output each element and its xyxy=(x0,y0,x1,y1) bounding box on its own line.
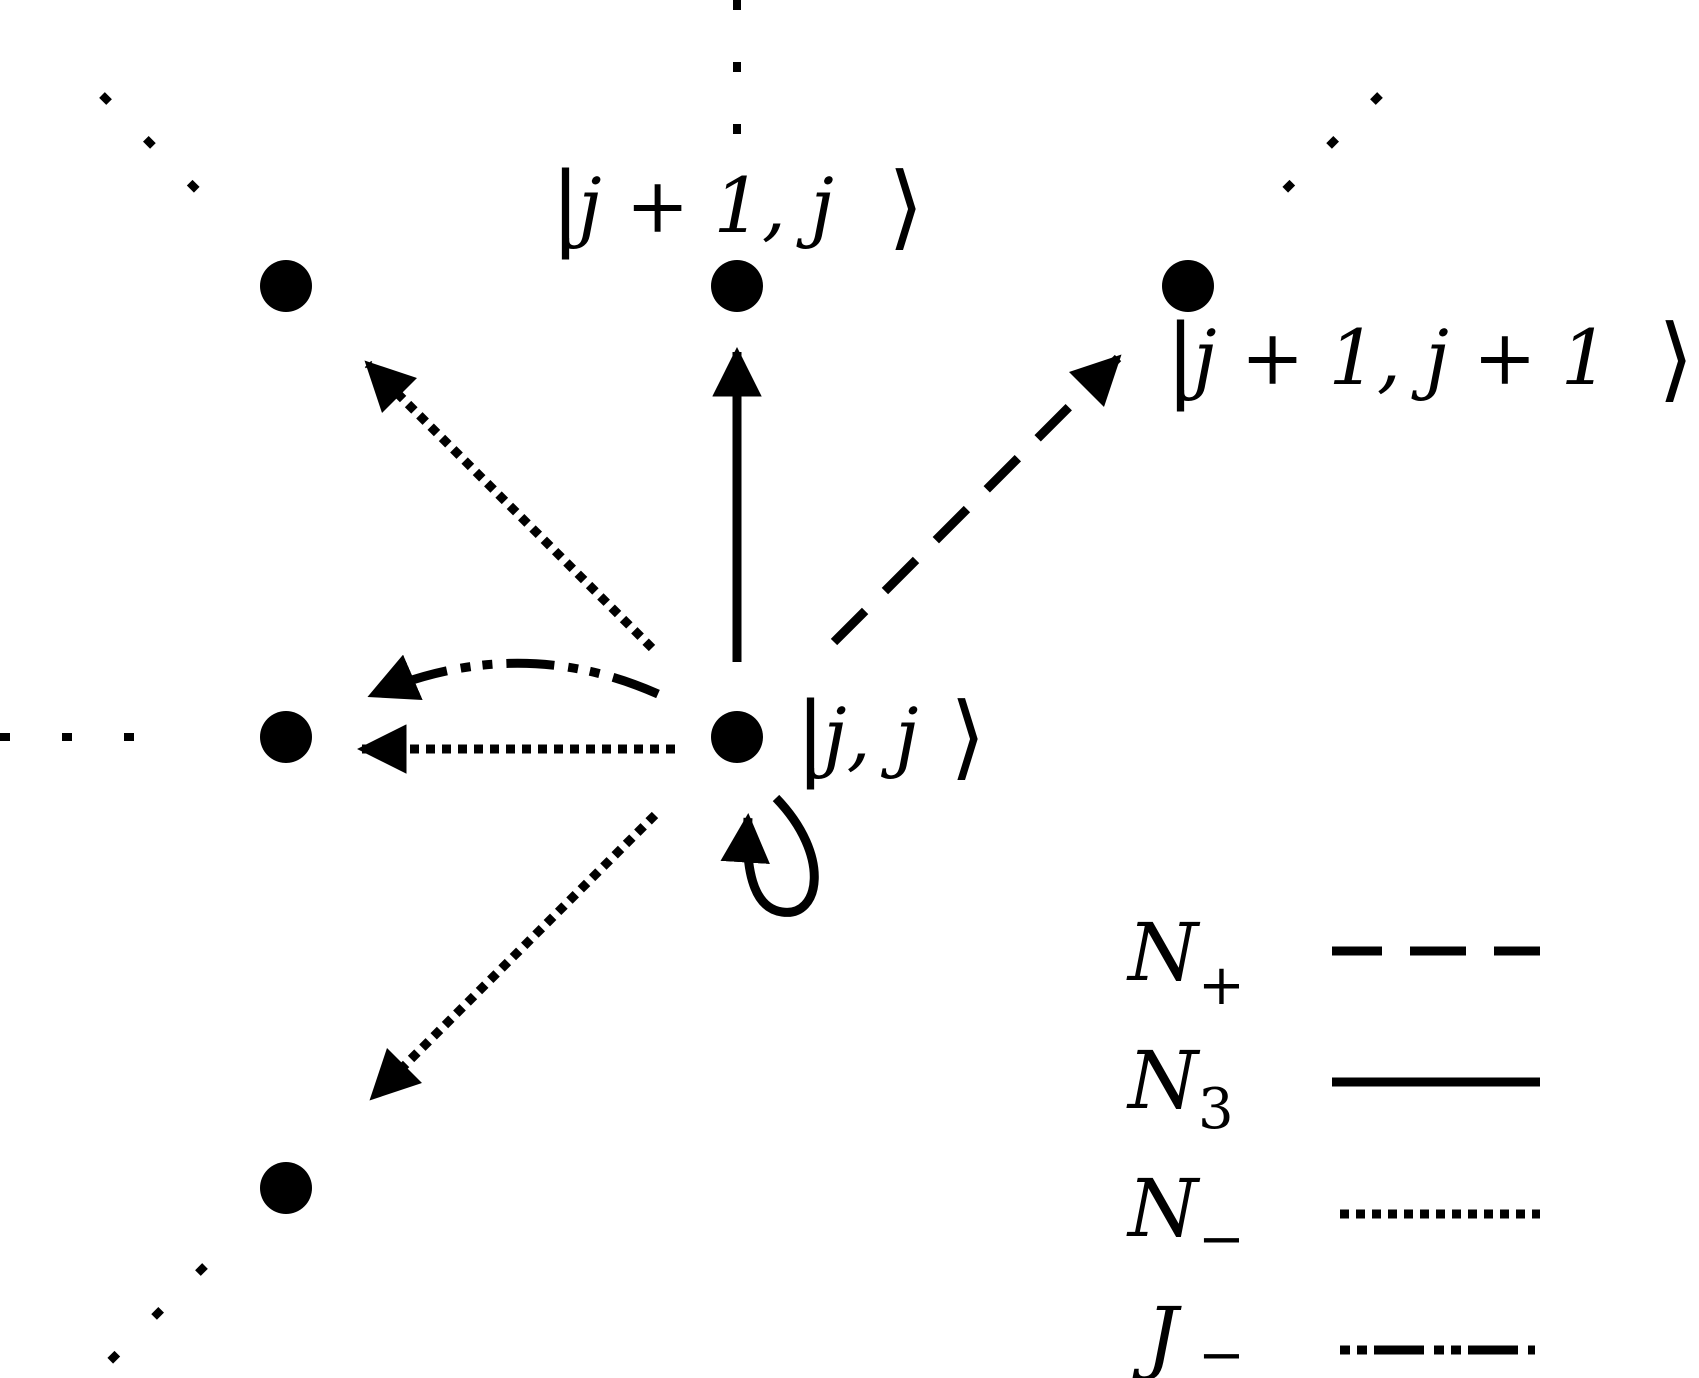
ket-close-angle: ⟩ xyxy=(950,683,986,790)
node-top xyxy=(711,260,763,312)
lattice-continuation xyxy=(0,0,1383,1372)
ket-content: j + 1, j + 1 xyxy=(1179,313,1609,402)
transition-arrows xyxy=(357,347,1122,1101)
legend-item-jminus: J − xyxy=(1132,1290,1540,1378)
legend-item-nplus: N + xyxy=(1126,906,1540,1018)
legend-symbol: N xyxy=(1126,1034,1201,1127)
lattice-nodes xyxy=(260,260,1214,1214)
arrow-nminus-up-left xyxy=(364,360,656,652)
legend-subscript: 3 xyxy=(1198,1077,1234,1142)
node-top-left xyxy=(260,260,312,312)
ket-content: j + 1, j xyxy=(564,161,834,250)
state-label-top: | j + 1, j ⟩ xyxy=(550,153,924,260)
ket-close-angle: ⟩ xyxy=(888,153,924,260)
ket-open-bar: | xyxy=(1165,305,1196,412)
ket-content: j, j xyxy=(809,691,918,780)
continuation-top-right xyxy=(1274,92,1383,201)
node-left xyxy=(260,711,312,763)
legend: N + N 3 N − J − xyxy=(1126,906,1540,1378)
continuation-top-left xyxy=(99,92,208,201)
ket-close-angle: ⟩ xyxy=(1658,305,1694,412)
legend-symbol: N xyxy=(1126,906,1201,999)
legend-symbol: N xyxy=(1126,1162,1201,1255)
arrow-nminus-down-left xyxy=(369,811,659,1101)
ket-open-bar: | xyxy=(550,153,581,260)
state-labels: | j + 1, j ⟩ | j + 1, j + 1 ⟩ | j, j ⟩ xyxy=(550,153,1694,790)
legend-subscript: + xyxy=(1198,953,1245,1018)
arrow-n3-self-loop xyxy=(720,794,819,917)
arrow-nplus-up-right xyxy=(830,354,1122,646)
legend-item-n3: N 3 xyxy=(1126,1034,1540,1142)
state-label-center: | j, j ⟩ xyxy=(795,683,986,790)
legend-subscript: − xyxy=(1198,1207,1245,1272)
continuation-bottom-left xyxy=(99,1263,208,1372)
node-center xyxy=(711,711,763,763)
legend-subscript: − xyxy=(1198,1323,1245,1378)
ket-open-bar: | xyxy=(795,683,826,790)
node-bottom-left xyxy=(260,1162,312,1214)
node-top-right xyxy=(1162,260,1214,312)
legend-item-nminus: N − xyxy=(1126,1162,1540,1272)
state-label-top-right: | j + 1, j + 1 ⟩ xyxy=(1165,305,1694,412)
arrow-jminus-curved-left xyxy=(367,654,660,701)
legend-symbol: J xyxy=(1132,1290,1182,1378)
